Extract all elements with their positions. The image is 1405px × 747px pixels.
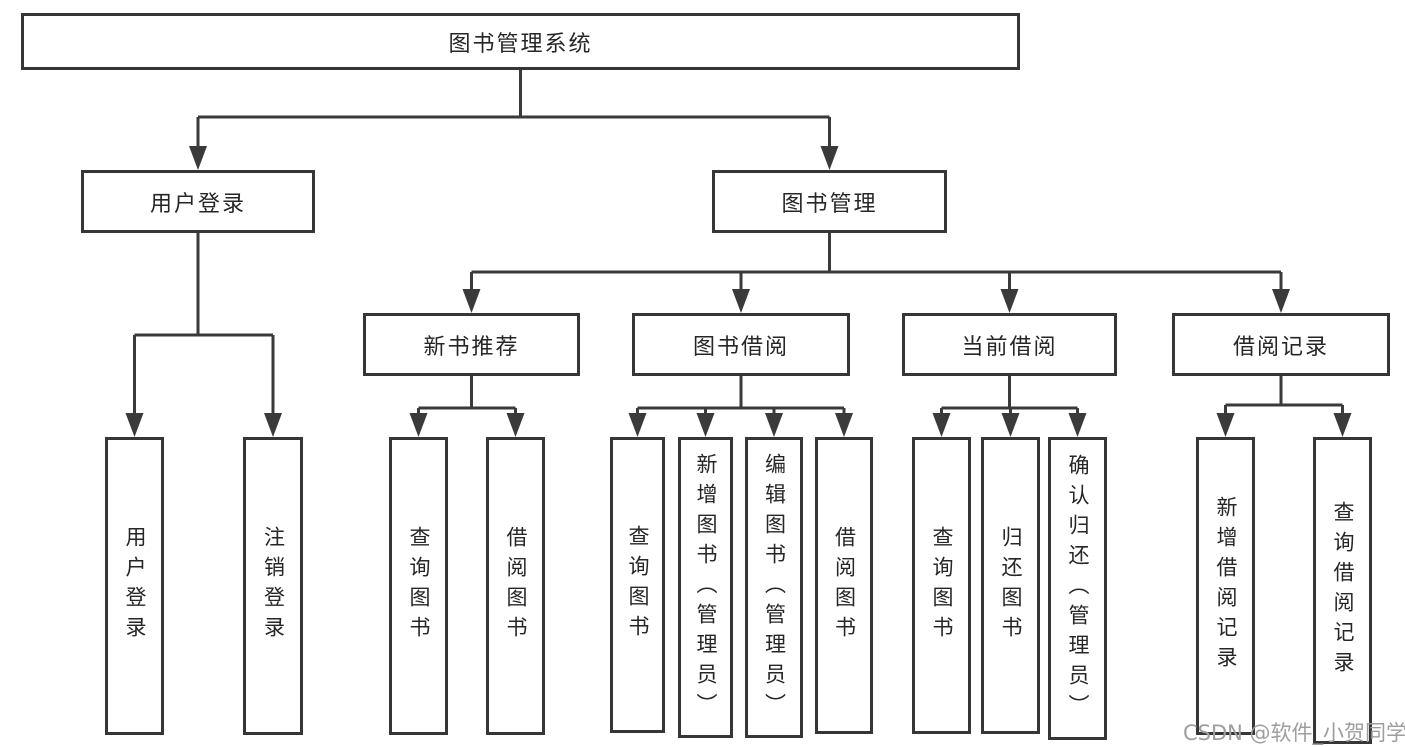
leaf-current-search-books-label: 查询图书 (930, 525, 954, 646)
node-current-borrowing: 当前借阅 (902, 313, 1117, 376)
leaf-records-search-record-label: 查询借阅记录 (1331, 500, 1355, 681)
leaf-borrowing-add-books-admin-label: 新增图书（管理员） (694, 452, 718, 723)
node-book-management: 图书管理 (712, 170, 947, 233)
leaf-logout-label: 注销登录 (261, 526, 286, 646)
node-current-borrowing-label: 当前借阅 (961, 334, 1058, 360)
leaf-current-search-books: 查询图书 (912, 437, 971, 734)
leaf-current-return-books-label: 归还图书 (999, 525, 1023, 646)
leaf-recommend-search-books-label: 查询图书 (407, 526, 431, 646)
node-borrowing-records-label: 借阅记录 (1232, 334, 1329, 360)
leaf-records-add-record: 新增借阅记录 (1196, 437, 1255, 735)
leaf-current-return-books: 归还图书 (981, 437, 1040, 734)
node-borrowing-records: 借阅记录 (1172, 313, 1390, 376)
leaf-user-login-label: 用户登录 (123, 526, 147, 646)
leaf-current-confirm-return-admin-label: 确认归还（管理员） (1066, 453, 1090, 724)
leaf-logout: 注销登录 (243, 437, 303, 735)
node-book-management-label: 图书管理 (781, 191, 878, 217)
leaf-borrowing-edit-books-admin-label: 编辑图书（管理员） (762, 452, 787, 723)
node-user-login-label: 用户登录 (149, 191, 246, 217)
node-library-management-system: 图书管理系统 (21, 13, 1020, 70)
leaf-recommend-borrow-books-label: 借阅图书 (504, 526, 528, 646)
leaf-borrowing-borrow-books: 借阅图书 (815, 437, 873, 734)
node-user-login: 用户登录 (81, 170, 315, 233)
leaf-borrowing-add-books-admin: 新增图书（管理员） (678, 437, 733, 738)
node-book-borrowing: 图书借阅 (632, 313, 850, 376)
node-book-borrowing-label: 图书借阅 (692, 334, 789, 360)
node-library-management-system-label: 图书管理系统 (448, 31, 593, 57)
node-new-book-recommendation-label: 新书推荐 (423, 334, 520, 360)
leaf-recommend-search-books: 查询图书 (389, 437, 448, 735)
leaf-current-confirm-return-admin: 确认归还（管理员） (1048, 437, 1107, 740)
leaf-user-login: 用户登录 (105, 437, 164, 735)
leaf-borrowing-search-books: 查询图书 (610, 437, 665, 733)
node-new-book-recommendation: 新书推荐 (363, 313, 580, 376)
leaf-records-search-record: 查询借阅记录 (1313, 437, 1372, 744)
leaf-recommend-borrow-books: 借阅图书 (486, 437, 545, 735)
leaf-borrowing-edit-books-admin: 编辑图书（管理员） (745, 437, 803, 738)
watermark: CSDN @软件_小贺同学 (1183, 721, 1405, 745)
leaf-borrowing-borrow-books-label: 借阅图书 (832, 525, 857, 646)
leaf-borrowing-search-books-label: 查询图书 (626, 525, 650, 645)
leaf-records-add-record-label: 新增借阅记录 (1214, 496, 1238, 676)
